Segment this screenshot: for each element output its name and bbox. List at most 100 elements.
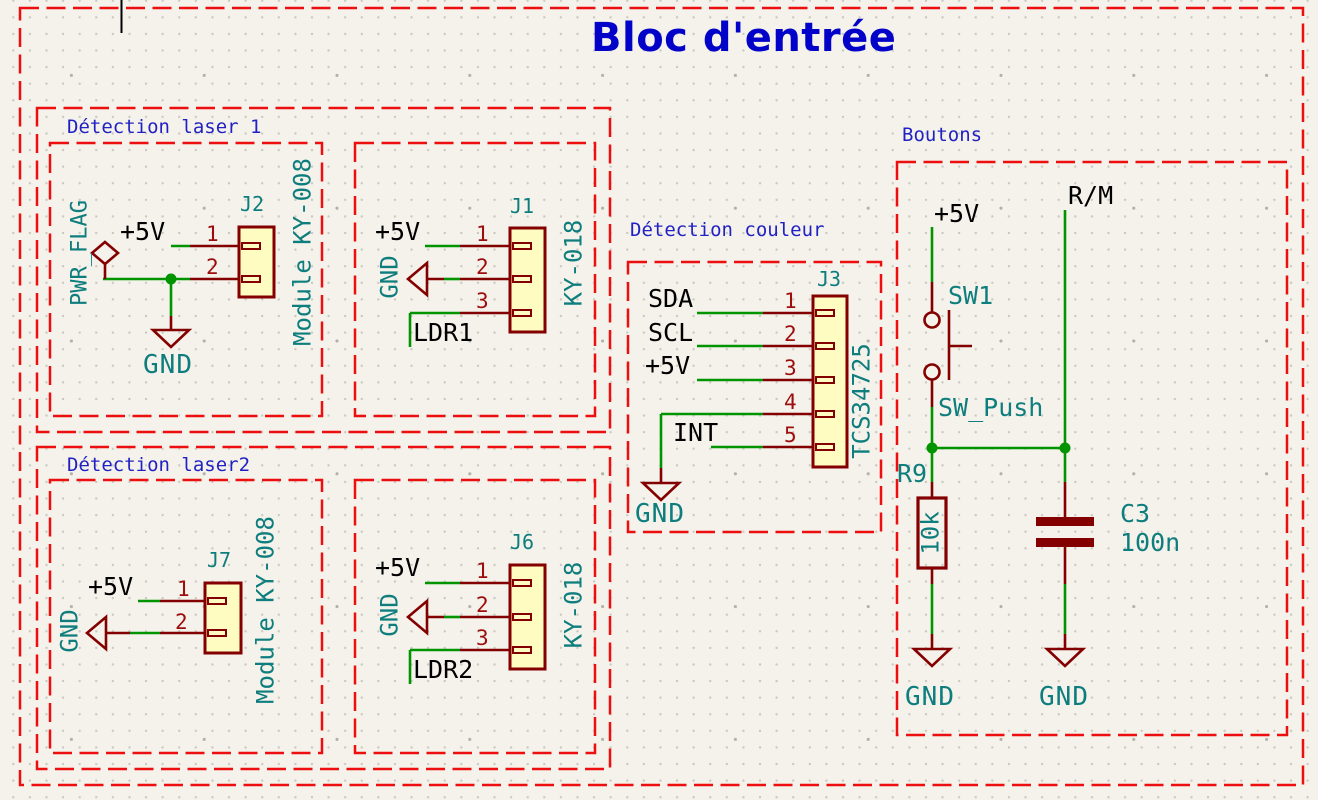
pin-notch xyxy=(815,410,835,418)
gnd-symbol[interactable] xyxy=(405,260,429,298)
value-j2[interactable]: Module KY-008 xyxy=(288,158,317,346)
reference-c3[interactable]: C3 xyxy=(1120,499,1151,528)
capacitor-plate[interactable] xyxy=(1036,538,1094,547)
laser1-j1-box[interactable] xyxy=(353,141,597,418)
connector-j2-group[interactable] xyxy=(89,225,276,349)
pin-notch xyxy=(512,613,532,621)
pin-notch xyxy=(512,309,532,317)
capacitor-c3-group[interactable] xyxy=(1036,448,1094,668)
pin-number: 2 xyxy=(206,255,219,279)
pwr-flag-symbol[interactable] xyxy=(89,240,121,266)
net-label-scl[interactable]: SCL xyxy=(648,318,694,347)
gnd-symbol[interactable] xyxy=(910,647,954,668)
connector-j7-group[interactable] xyxy=(84,581,243,655)
laser2-group-box[interactable] xyxy=(35,445,612,771)
buttons-wiring-group[interactable] xyxy=(923,210,1071,454)
connector-j6-group[interactable] xyxy=(405,563,547,684)
power-label-gnd[interactable]: GND xyxy=(55,609,84,653)
section-label-boutons[interactable]: Boutons xyxy=(902,124,983,146)
laser1-group-box[interactable] xyxy=(35,106,612,434)
reference-j3[interactable]: J3 xyxy=(817,267,842,291)
capacitor-plate[interactable] xyxy=(1036,517,1094,526)
pin-notch xyxy=(512,275,532,283)
gnd-symbol[interactable] xyxy=(405,598,429,636)
gnd-symbol[interactable] xyxy=(639,481,683,502)
power-label-gnd[interactable]: GND xyxy=(1039,682,1089,712)
switch-contact[interactable] xyxy=(923,363,941,381)
pin-number: 2 xyxy=(476,255,489,279)
pin-number: 2 xyxy=(784,322,797,346)
power-label-5v[interactable]: +5V xyxy=(375,553,421,582)
outer-block-box[interactable] xyxy=(18,6,1305,787)
gnd-symbol[interactable] xyxy=(84,614,108,652)
boutons-box[interactable] xyxy=(895,160,1289,737)
pin-number: 5 xyxy=(784,423,797,447)
laser1-j2-box[interactable] xyxy=(48,141,324,418)
pin-notch xyxy=(815,443,835,451)
reference-sw1[interactable]: SW1 xyxy=(948,281,994,310)
pin-notch xyxy=(512,242,532,250)
value-r9[interactable]: 10k xyxy=(916,511,945,555)
switch-contact[interactable] xyxy=(923,311,941,329)
value-j7[interactable]: Module KY-008 xyxy=(251,516,280,704)
connector-j1-group[interactable] xyxy=(405,226,547,347)
reference-j6[interactable]: J6 xyxy=(510,530,535,554)
power-label-5v[interactable]: +5V xyxy=(120,217,166,246)
value-c3[interactable]: 100n xyxy=(1120,528,1181,557)
power-label-gnd[interactable]: GND xyxy=(905,682,955,712)
pin-notch xyxy=(512,646,532,654)
net-label-ldr2[interactable]: LDR2 xyxy=(413,655,474,684)
reference-j7[interactable]: J7 xyxy=(207,548,232,572)
value-sw1[interactable]: SW_Push xyxy=(938,393,1044,422)
value-j6[interactable]: KY-018 xyxy=(559,561,588,649)
gnd-symbol[interactable] xyxy=(1043,647,1087,668)
section-label-laser2[interactable]: Détection laser2 xyxy=(67,454,251,476)
pin-number: 2 xyxy=(476,593,489,617)
pin-number: 1 xyxy=(206,222,219,246)
value-j3[interactable]: TCS34725 xyxy=(847,343,876,459)
section-label-laser1[interactable]: Détection laser 1 xyxy=(67,116,262,138)
net-label-ldr1[interactable]: LDR1 xyxy=(413,318,474,347)
section-label-couleur[interactable]: Détection couleur xyxy=(630,219,825,241)
pin-notch xyxy=(512,579,532,587)
connector-j3-group[interactable] xyxy=(639,294,849,502)
power-label-gnd[interactable]: GND xyxy=(635,499,685,529)
reference-r9[interactable]: R9 xyxy=(897,459,928,488)
power-flag-label[interactable]: PWR_FLAG xyxy=(67,200,93,306)
resistor-r9-group[interactable] xyxy=(910,448,954,668)
power-label-5v[interactable]: +5V xyxy=(934,199,980,228)
couleur-box[interactable] xyxy=(626,260,883,534)
pin-number: 1 xyxy=(476,222,489,246)
pin-notch xyxy=(207,629,227,637)
reference-j1[interactable]: J1 xyxy=(510,194,535,218)
pin-notch xyxy=(241,242,261,250)
power-label-gnd[interactable]: GND xyxy=(375,593,404,637)
laser2-j7-box[interactable] xyxy=(48,478,324,755)
pin-number: 1 xyxy=(476,559,489,583)
pin-number: 2 xyxy=(175,610,188,634)
net-label-sda[interactable]: SDA xyxy=(648,284,694,313)
reference-j2[interactable]: J2 xyxy=(240,192,265,216)
value-j1[interactable]: KY-018 xyxy=(559,219,588,307)
pin-number: 3 xyxy=(476,626,489,650)
pin-number: 1 xyxy=(177,577,190,601)
pin-number: 4 xyxy=(784,390,797,414)
pin-notch xyxy=(815,342,835,350)
sheet-title[interactable]: Bloc d'entrée xyxy=(591,15,897,61)
laser2-j6-box[interactable] xyxy=(353,478,597,755)
net-label-int[interactable]: INT xyxy=(673,418,719,447)
pin-notch xyxy=(207,597,227,605)
power-label-5v[interactable]: +5V xyxy=(645,351,691,380)
power-label-gnd[interactable]: GND xyxy=(375,255,404,299)
gnd-symbol[interactable] xyxy=(149,328,193,349)
power-label-gnd[interactable]: GND xyxy=(143,350,193,380)
net-label-rm[interactable]: R/M xyxy=(1068,181,1114,210)
connector-j7-body[interactable] xyxy=(203,581,243,655)
power-label-5v[interactable]: +5V xyxy=(88,572,134,601)
pin-number: 3 xyxy=(784,356,797,380)
connector-j2-body[interactable] xyxy=(237,225,276,299)
power-label-5v[interactable]: +5V xyxy=(375,217,421,246)
pin-number: 3 xyxy=(476,289,489,313)
